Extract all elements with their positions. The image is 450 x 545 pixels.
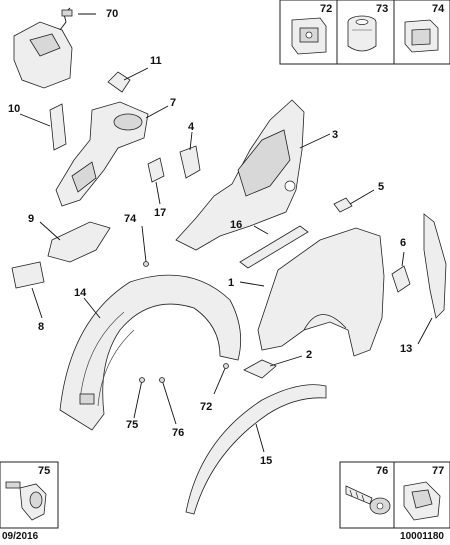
callout-15: 15 bbox=[260, 455, 272, 467]
part-5-illustration bbox=[333, 197, 353, 213]
part-2-illustration bbox=[243, 359, 277, 379]
part-3-illustration bbox=[175, 99, 305, 251]
part-70-illustration bbox=[13, 7, 73, 89]
box-label-73: 73 bbox=[376, 3, 388, 15]
callout-14: 14 bbox=[74, 287, 87, 299]
callout-5: 5 bbox=[378, 181, 384, 193]
callout-72: 72 bbox=[200, 401, 212, 413]
callout-11: 11 bbox=[150, 55, 162, 67]
callout-6: 6 bbox=[400, 237, 406, 249]
callout-7: 7 bbox=[170, 97, 176, 109]
callout-3: 3 bbox=[332, 129, 338, 141]
part-10-illustration bbox=[49, 103, 67, 151]
box-label-75: 75 bbox=[38, 465, 50, 477]
box-label-76: 76 bbox=[376, 465, 388, 477]
part-14-illustration bbox=[59, 274, 242, 431]
part-11-illustration bbox=[107, 71, 131, 93]
part-1-illustration bbox=[257, 227, 385, 357]
document-code: 10001180 bbox=[400, 531, 444, 542]
box-group-top: 72 73 74 bbox=[279, 0, 450, 65]
part-15-illustration bbox=[185, 384, 327, 515]
part-6-illustration bbox=[391, 265, 411, 293]
callout-16: 16 bbox=[230, 219, 242, 231]
callout-2: 2 bbox=[306, 349, 312, 361]
callout-10: 10 bbox=[8, 103, 20, 115]
callout-1: 1 bbox=[228, 277, 234, 289]
box-group-bottom-right: 76 77 bbox=[339, 461, 450, 529]
part-17-illustration bbox=[147, 157, 165, 183]
callout-74-middle: 74 bbox=[124, 213, 137, 225]
part-7-illustration bbox=[55, 101, 149, 207]
callout-4: 4 bbox=[188, 121, 195, 133]
box-label-77: 77 bbox=[432, 465, 444, 477]
part-16-illustration bbox=[239, 225, 309, 269]
clip-77-illustration bbox=[403, 481, 441, 521]
callout-8: 8 bbox=[38, 321, 44, 333]
part-8-illustration bbox=[11, 261, 45, 289]
box-label-74: 74 bbox=[432, 3, 445, 15]
box-label-72: 72 bbox=[320, 3, 332, 15]
callout-76: 76 bbox=[172, 427, 184, 439]
part-13-illustration bbox=[423, 213, 447, 319]
push-clip-75-illustration bbox=[5, 481, 47, 521]
date-label: 09/2016 bbox=[2, 531, 39, 542]
callout-75: 75 bbox=[126, 419, 138, 431]
callout-9: 9 bbox=[28, 213, 34, 225]
nut-73-illustration bbox=[347, 15, 377, 52]
clip-72-illustration bbox=[291, 17, 327, 55]
part-9-illustration bbox=[47, 221, 111, 263]
callout-70: 70 bbox=[106, 8, 118, 20]
clip-74-illustration bbox=[404, 19, 439, 53]
callout-17: 17 bbox=[154, 207, 166, 219]
part-4-illustration bbox=[179, 145, 201, 179]
screw-76-illustration bbox=[345, 485, 391, 515]
box-group-bottom-left: 75 bbox=[0, 461, 59, 529]
callout-13: 13 bbox=[400, 343, 412, 355]
